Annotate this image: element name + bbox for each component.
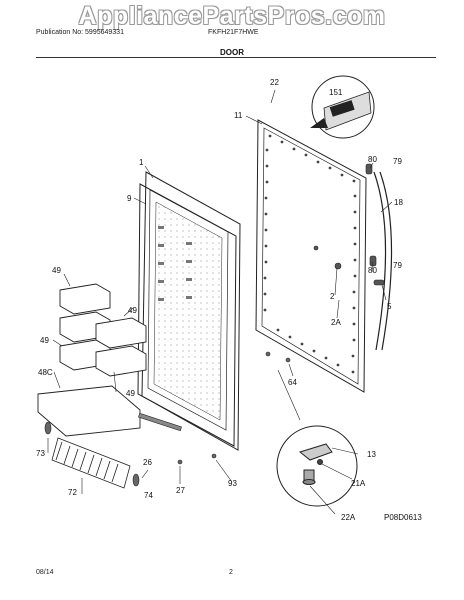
label-5: 5 [387,302,392,311]
label-80-top: 80 [368,155,377,164]
label-2: 2 [330,292,335,301]
watermark: AppliancePartsPros.com [78,2,386,30]
label-72: 72 [68,488,77,497]
door-gasket-holes [263,134,357,374]
hinge-detail-callout [276,425,358,507]
diagram-code: P08D0613 [384,513,422,522]
label-49-a: 49 [52,266,61,275]
footer-date: 08/14 [36,569,54,576]
label-49-b: 49 [128,306,137,315]
footer-page-number: 2 [229,569,233,576]
leader-lines [47,89,393,515]
label-11: 11 [234,111,243,120]
handle-hardware [313,163,385,286]
label-48C: 48C [38,368,53,377]
wire-basket [51,437,131,489]
control-panel-callout [310,75,375,139]
label-74: 74 [144,491,153,500]
label-64: 64 [288,378,297,387]
label-1: 1 [139,158,144,167]
liner-shelf-slots [158,226,192,301]
model-number: FKFH21F7HWE [208,29,259,36]
label-22A: 22A [341,513,356,522]
door-bins [37,283,147,437]
outer-door-panel [255,119,367,393]
label-73: 73 [36,449,45,458]
label-27: 27 [176,486,185,495]
label-2A: 2A [331,318,341,327]
label-79-top: 79 [393,157,402,166]
label-26: 26 [143,458,152,467]
label-80-bottom: 80 [368,266,377,275]
label-49-c: 49 [40,336,49,345]
label-93: 93 [228,479,237,488]
label-9: 9 [127,194,132,203]
label-79-bottom: 79 [393,261,402,270]
label-21A: 21A [351,479,366,488]
publication-number: Publication No: 5995649331 [36,29,124,36]
section-title: DOOR [220,48,244,57]
header-rule [36,57,436,58]
inner-door-liner [137,171,241,451]
label-18: 18 [394,198,403,207]
door-handle [373,171,393,351]
label-151: 151 [329,88,343,97]
small-hardware [44,351,291,487]
label-22: 22 [270,78,279,87]
label-13: 13 [367,450,376,459]
label-49-d: 49 [126,389,135,398]
